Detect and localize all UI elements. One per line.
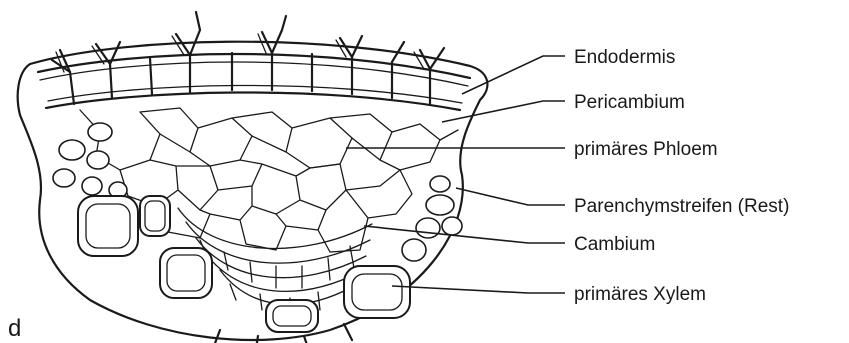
leader-cambium	[364, 226, 565, 243]
tissue-drawing	[18, 12, 488, 343]
label-endodermis: Endodermis	[574, 47, 675, 68]
label-primary-xylem: primäres Xylem	[574, 284, 706, 305]
label-parenchyma-strip: Parenchymstreifen (Rest)	[574, 196, 789, 217]
leader-parenchyma-strip	[456, 188, 565, 205]
label-cambium: Cambium	[574, 234, 655, 255]
label-pericambium: Pericambium	[574, 92, 685, 113]
xylem-vessels	[78, 196, 410, 332]
leader-primary-xylem	[392, 286, 565, 293]
label-primary-phloem: primäres Phloem	[574, 139, 718, 160]
left-small-cells	[53, 123, 127, 198]
leader-pericambium	[442, 101, 565, 122]
panel-letter: d	[8, 315, 21, 342]
parenchyma-strip-cells	[402, 176, 462, 261]
leader-endodermis	[462, 56, 565, 94]
endodermis-band	[38, 12, 470, 110]
